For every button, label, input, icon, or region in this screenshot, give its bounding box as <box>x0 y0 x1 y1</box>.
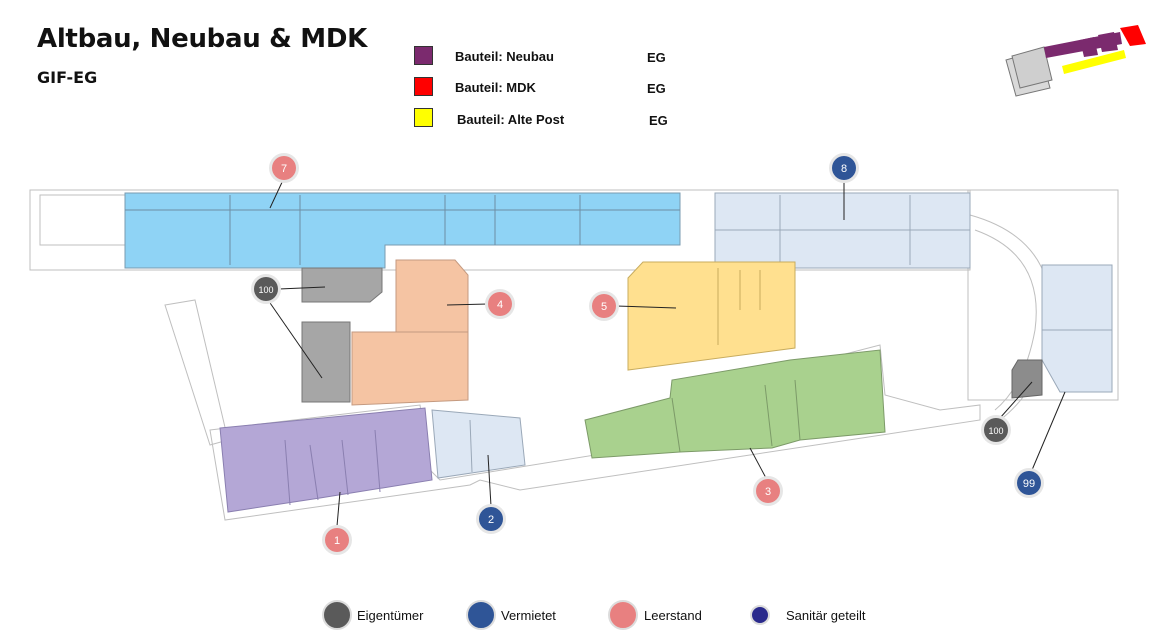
marker-8-vermietet[interactable]: 8 <box>829 153 859 183</box>
page-subtitle: GIF-EG <box>37 68 98 87</box>
key-plan-thumbnail <box>1005 25 1146 97</box>
status-legend-eigentuemer: Eigentümer <box>320 600 423 630</box>
marker-5-leerstand[interactable]: 5 <box>589 291 619 321</box>
marker-100-eigentuemer[interactable]: 100 <box>981 415 1011 445</box>
marker-number: 8 <box>841 163 847 175</box>
marker-number: 4 <box>497 299 503 311</box>
status-label-vermietet: Vermietet <box>501 608 556 623</box>
sanitaer-dot-icon <box>750 605 770 625</box>
marker-100-eigentuemer[interactable]: 100 <box>251 274 281 304</box>
legend-alte-post: Bauteil: Alte Post EG <box>414 108 684 130</box>
zone-orange-4[interactable] <box>351 259 469 406</box>
page-title: Altbau, Neubau & MDK <box>37 24 368 54</box>
legend-neubau-label: Bauteil: Neubau <box>455 49 554 64</box>
status-label-eigentuemer: Eigentümer <box>357 608 424 623</box>
legend-mdk-level: EG <box>647 81 666 96</box>
neubau-swatch <box>414 46 433 65</box>
zone-green-3[interactable] <box>584 349 886 459</box>
marker-layer: 7 8 100 4 5 1 2 3 100 99 <box>251 153 1044 555</box>
zone-grey-100-east[interactable] <box>1011 359 1043 399</box>
marker-number: 5 <box>601 301 607 313</box>
zone-purple-1[interactable] <box>219 407 433 513</box>
marker-99-vermietet[interactable]: 99 <box>1014 468 1044 498</box>
marker-7-leerstand[interactable]: 7 <box>269 153 299 183</box>
legend-alte-post-level: EG <box>649 113 668 128</box>
marker-number: 7 <box>281 163 287 175</box>
marker-2-vermietet[interactable]: 2 <box>476 504 506 534</box>
zone-grey-100-west[interactable] <box>301 267 383 403</box>
status-label-sanitaer: Sanitär geteilt <box>786 608 866 623</box>
legend-mdk-label: Bauteil: MDK <box>455 80 536 95</box>
status-legend-leerstand: Leerstand <box>606 600 702 630</box>
legend-neubau-level: EG <box>647 50 666 65</box>
eigentuemer-dot-icon <box>322 600 352 630</box>
alte-post-swatch <box>414 108 433 127</box>
marker-3-leerstand[interactable]: 3 <box>753 476 783 506</box>
marker-number: 1 <box>334 535 340 547</box>
marker-4-leerstand[interactable]: 4 <box>485 289 515 319</box>
status-legend-sanitaer: Sanitär geteilt <box>748 600 866 630</box>
zone-lightblue-2[interactable] <box>431 409 526 479</box>
mdk-swatch <box>414 77 433 96</box>
marker-number: 100 <box>988 426 1003 436</box>
marker-number: 3 <box>765 486 771 498</box>
vermietet-dot-icon <box>466 600 496 630</box>
zone-yellow-5[interactable] <box>627 261 796 371</box>
legend-mdk: Bauteil: MDK EG <box>414 77 684 99</box>
leerstand-dot-icon <box>608 600 638 630</box>
legend-neubau: Bauteil: Neubau EG <box>414 46 684 68</box>
marker-1-leerstand[interactable]: 1 <box>322 525 352 555</box>
legend-alte-post-label: Bauteil: Alte Post <box>457 112 565 127</box>
leader-lines <box>267 177 1066 527</box>
marker-number: 2 <box>488 514 494 526</box>
marker-number: 99 <box>1023 478 1035 490</box>
zone-blue-7[interactable] <box>124 192 681 269</box>
status-label-leerstand: Leerstand <box>644 608 702 623</box>
marker-number: 100 <box>258 285 273 295</box>
status-legend-vermietet: Vermietet <box>464 600 556 630</box>
zone-lightblue-99[interactable] <box>1041 264 1113 393</box>
zone-lightblue-8[interactable] <box>714 192 971 269</box>
